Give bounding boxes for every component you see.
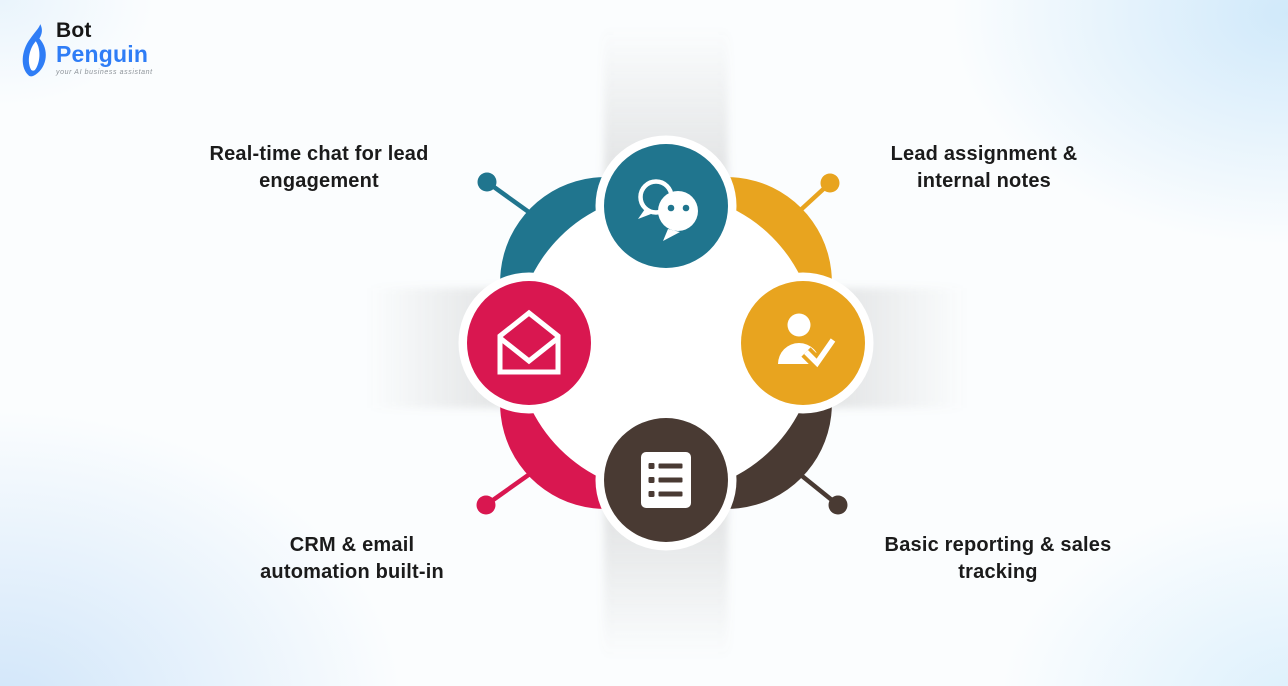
label-chat: Real-time chat for lead engagement [169,141,469,195]
lead-node-circle [741,281,865,405]
logo-tagline: your AI business assistant [56,69,153,76]
label-report-line1: Basic reporting & sales [884,534,1112,556]
label-report-line2: tracking [958,561,1038,583]
label-crm-line1: CRM & email [289,534,415,556]
person-check-icon [778,313,839,374]
report-connector-dot [828,495,848,515]
lead-connector-dot [820,173,840,193]
penguin-logo-icon [22,24,46,77]
ring-center [516,193,816,493]
label-report: Basic reporting & sales tracking [848,532,1148,586]
label-crm-line2: automation built-in [260,561,444,583]
logo-text-penguin: Penguin [56,41,149,67]
label-lead-line2: internal notes [917,170,1051,192]
chat-bubbles-icon [638,179,698,241]
label-chat-line1: Real-time chat for lead [209,143,429,165]
crm-connector-dot [476,495,496,515]
list-icon [641,452,691,508]
label-lead-line1: Lead assignment & [890,143,1078,165]
label-chat-line2: engagement [259,170,379,192]
label-crm: CRM & email automation built-in [202,532,502,586]
chat-connector-dot [477,172,497,192]
botpenguin-logo: Bot Penguin your AI business assistant [16,20,153,80]
crm-node-circle [467,281,591,405]
logo-text: Bot Penguin your AI business assistant [56,19,153,77]
label-lead: Lead assignment & internal notes [834,141,1134,195]
logo-text-bot: Bot [56,19,92,42]
open-envelope-icon [497,309,561,375]
